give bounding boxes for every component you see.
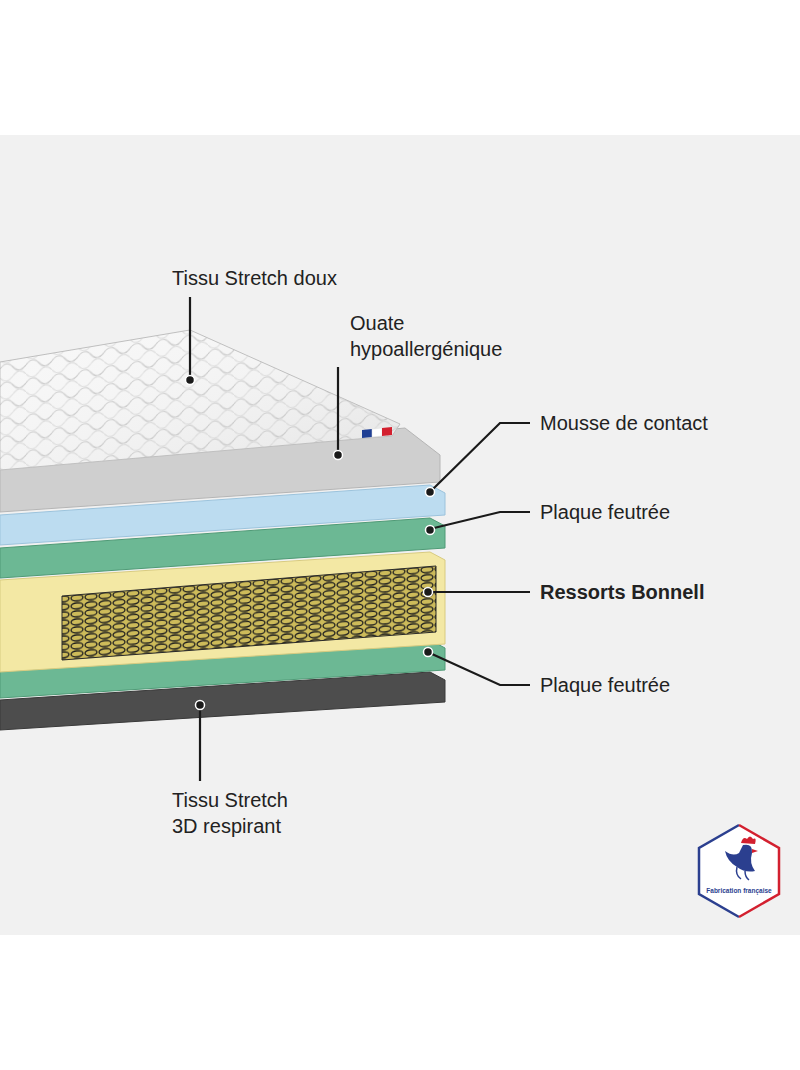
- badge-outline: [697, 823, 781, 919]
- leader-lines: [190, 297, 530, 781]
- rooster-legs: [737, 867, 750, 880]
- top-fabric-shade: [0, 330, 400, 470]
- leader-dot: [186, 376, 195, 385]
- top-fabric-layer: [0, 330, 400, 470]
- leader-line: [433, 423, 530, 489]
- rooster-comb: [741, 837, 756, 845]
- part-name: Tissu Stretch 3D respirant: [172, 787, 312, 839]
- part-name: Plaque feutrée: [540, 499, 790, 525]
- leader-dot: [424, 588, 433, 597]
- leader-dot: [196, 701, 205, 710]
- rooster-beak: [752, 849, 758, 853]
- part-name-bold: Ressorts Bonnell: [540, 579, 790, 605]
- badge-text: Fabrication française: [697, 823, 781, 895]
- leader-dot: [424, 648, 433, 657]
- badge-border-blue: [699, 825, 739, 917]
- flag-blue: [362, 429, 372, 438]
- badge-hexagon: Fabrication française: [697, 823, 781, 919]
- leader-line: [432, 654, 530, 685]
- leader-line: [337, 367, 339, 451]
- rooster-body: [725, 845, 755, 872]
- leader-dots: [186, 376, 435, 710]
- part-name: Ouate hypoallergénique: [350, 310, 535, 362]
- leader-line: [199, 709, 201, 781]
- leader-dot: [334, 451, 343, 460]
- leader-line: [434, 512, 530, 528]
- background-panel: [0, 135, 800, 935]
- badge-fill: [699, 825, 779, 917]
- part-name: Mousse de contact: [540, 410, 790, 436]
- part-name: Plaque feutrée: [540, 672, 790, 698]
- flag-white: [372, 428, 382, 437]
- flag-red: [382, 427, 392, 436]
- leader-dot: [426, 488, 435, 497]
- leader-dot: [426, 526, 435, 535]
- spring-block: [62, 566, 436, 660]
- part-name: Tissu Stretch doux: [172, 265, 432, 291]
- leader-line: [189, 297, 191, 376]
- leader-line: [432, 591, 530, 593]
